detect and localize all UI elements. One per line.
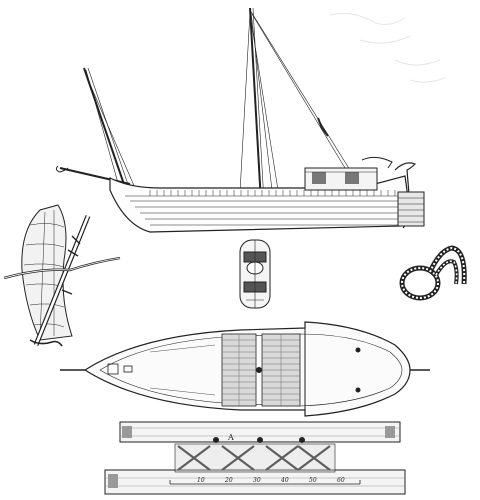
boat-plan-view: [60, 321, 430, 417]
coiled-rope: [399, 245, 467, 301]
scale-tick-label: 60: [337, 477, 345, 484]
scale-tick-label: 50: [309, 477, 317, 484]
scale-ticks: 10 20 30 40 50 60: [197, 477, 345, 484]
sail-cloth: [21, 204, 73, 341]
scale-bar: [169, 480, 361, 485]
scale-tick-label: 10: [197, 477, 205, 484]
lashing-label: A: [227, 433, 234, 442]
scale-tick-label: 30: [253, 477, 261, 484]
faint-background-marks: [329, 12, 446, 83]
main-mast: [249, 7, 263, 221]
rudder: [397, 191, 425, 227]
pulley-block: [239, 239, 271, 309]
stern-post: [394, 162, 417, 229]
cross-lashings: [177, 445, 331, 471]
hatch-grating: [222, 334, 300, 406]
furled-sail-on-yard: [3, 204, 121, 347]
ship-side-elevation: [55, 7, 425, 233]
scale-tick-label: 40: [280, 477, 289, 484]
hull-frame-ticks: [149, 190, 396, 196]
lower-timber: [104, 469, 406, 495]
rigging-lines: [85, 9, 351, 193]
timber-lashing-detail: A: [104, 421, 406, 495]
scale-tick-label: 20: [224, 477, 233, 484]
